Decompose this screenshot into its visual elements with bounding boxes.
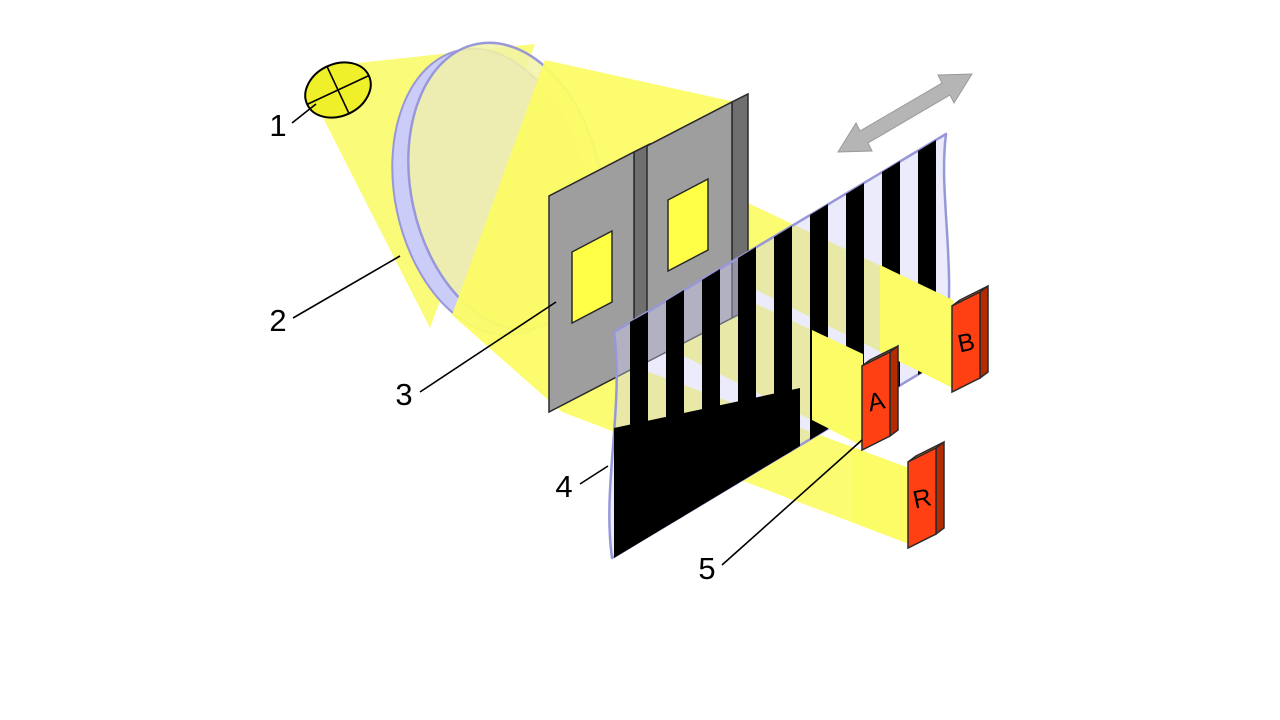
callout-5: 5 — [698, 551, 715, 586]
callout-1: 1 — [269, 108, 286, 143]
motion-arrow-icon — [837, 73, 973, 153]
detector-b: B — [951, 284, 989, 394]
leader-line-1 — [291, 103, 317, 124]
callout-3: 3 — [395, 377, 412, 412]
callout-2: 2 — [269, 303, 286, 338]
leader-line-3 — [419, 301, 557, 393]
leader-line-5 — [721, 439, 863, 566]
beam-r-front — [852, 447, 909, 544]
detector-a: A — [861, 344, 899, 452]
leader-line-4 — [579, 465, 609, 485]
photodetectors: A B R — [861, 284, 989, 550]
beam-a-front — [812, 330, 863, 446]
mask-plate2-window — [667, 177, 709, 273]
scale-opaque-region — [614, 388, 800, 558]
detector-r-front — [907, 446, 937, 550]
detector-b-front — [951, 290, 981, 394]
lamp — [304, 61, 372, 119]
mask-plate1-window — [571, 229, 613, 325]
scale-pattern — [614, 140, 936, 558]
callout-4: 4 — [555, 469, 572, 504]
detector-b-label: B — [955, 328, 977, 359]
detector-b-side — [979, 284, 989, 380]
detector-a-front — [861, 350, 891, 452]
detector-r-label: R — [910, 483, 933, 514]
detector-a-side — [889, 344, 899, 438]
lamp-cross-v — [326, 66, 350, 114]
detector-r: R — [907, 440, 945, 550]
callouts: 1 2 3 4 5 — [269, 103, 863, 586]
leader-line-2 — [292, 255, 401, 319]
detector-r-side — [935, 440, 945, 536]
detector-a-label: A — [865, 386, 887, 417]
